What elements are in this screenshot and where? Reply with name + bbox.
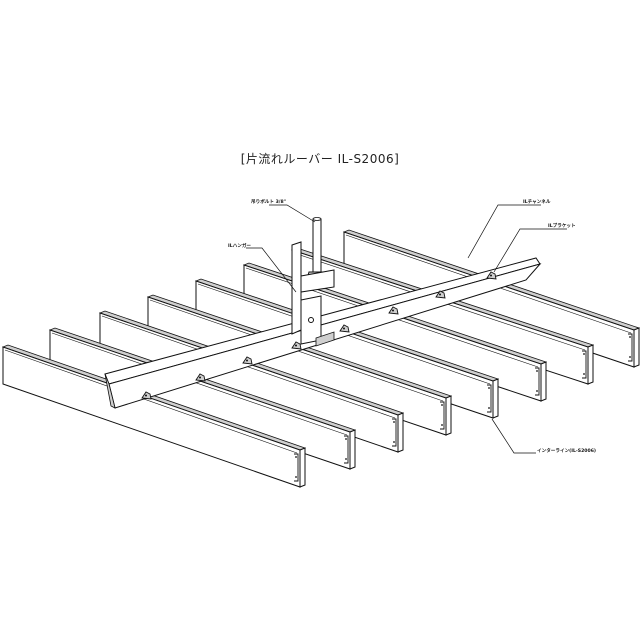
il-bracket — [339, 324, 350, 333]
blade-end-detail — [440, 401, 445, 430]
blade-lip-line — [101, 315, 396, 419]
leader-hanger — [246, 247, 297, 293]
blade-end-cap — [633, 327, 640, 368]
blade-end-rivet — [441, 424, 443, 426]
leader-channel — [467, 204, 541, 259]
blade-end-rivet — [488, 407, 490, 409]
blade-end-rivet — [629, 336, 631, 338]
leader-bolt — [269, 204, 316, 223]
il-bracket — [195, 373, 206, 382]
il-bracket — [388, 306, 399, 315]
blade-end-cap — [540, 361, 547, 402]
blade-end-detail — [535, 367, 540, 396]
blade-end-rivet — [295, 456, 297, 458]
blade-end-rivet — [393, 421, 395, 423]
blade-end-rivet — [583, 353, 585, 355]
hanger-lower-tab — [315, 331, 335, 347]
hanger-bolt — [312, 218, 322, 274]
blade-end-cap — [587, 344, 594, 385]
leader-lines — [246, 204, 567, 454]
bracket-screw — [343, 327, 345, 330]
blade-end-rivet — [488, 387, 490, 389]
blade-end-rivet — [629, 356, 631, 358]
diagram-title: [片流れルーバー IL-S2006] — [240, 152, 400, 166]
bracket-screw — [490, 274, 492, 277]
blade-end-rivet — [583, 373, 585, 375]
louver-blades — [1, 229, 640, 488]
blade-end-rivet — [536, 390, 538, 392]
hanger-bolt-end — [312, 217, 322, 221]
blade-end-detail — [628, 333, 633, 362]
bracket-screw — [439, 293, 441, 296]
blade-end-rivet — [393, 441, 395, 443]
leader-bracket — [493, 228, 567, 273]
il-bracket — [486, 271, 497, 280]
blade-end-cap — [349, 429, 356, 470]
blade-end-rivet — [345, 458, 347, 460]
bracket-screw — [392, 309, 394, 312]
blade-end-cap — [397, 412, 404, 453]
label-bolt: 吊りボルト 3/8" — [251, 200, 287, 205]
blade-end-rivet — [441, 404, 443, 406]
blade-end-detail — [392, 418, 397, 447]
blade-end-rivet — [536, 370, 538, 372]
hanger-bolt-assembly — [291, 217, 335, 347]
hanger-arm — [300, 269, 335, 293]
blade-end-detail — [294, 453, 299, 482]
blade-end-cap — [299, 447, 306, 488]
label-bracket: ILブラケット — [548, 224, 576, 229]
il-bracket — [242, 356, 253, 365]
leader-louver — [491, 418, 536, 454]
blade-end-cap — [492, 378, 499, 419]
louver-blade — [1, 344, 307, 488]
blade-end-rivet — [295, 476, 297, 478]
il-bracket — [435, 290, 446, 299]
bracket-screw — [145, 394, 147, 397]
blade-end-rivet — [345, 438, 347, 440]
blade-end-detail — [344, 435, 349, 464]
blade-lip-line — [4, 349, 298, 454]
blade-lip-line — [51, 332, 348, 436]
il-bracket — [141, 391, 152, 400]
il-bracket — [291, 341, 302, 350]
channel-end — [104, 373, 116, 409]
bracket-screw — [295, 344, 297, 347]
label-louver: インターライン(IL-S2006) — [537, 449, 596, 454]
blade-end-cap — [445, 395, 452, 436]
label-hanger: ILハンガー — [228, 244, 252, 249]
blade-end-detail — [582, 350, 587, 379]
bracket-screw — [246, 359, 248, 362]
bracket-screw — [199, 376, 201, 379]
hanger-bolt-hole — [308, 317, 314, 323]
label-channel: ILチャンネル — [523, 200, 551, 205]
blade-end-detail — [487, 384, 492, 413]
